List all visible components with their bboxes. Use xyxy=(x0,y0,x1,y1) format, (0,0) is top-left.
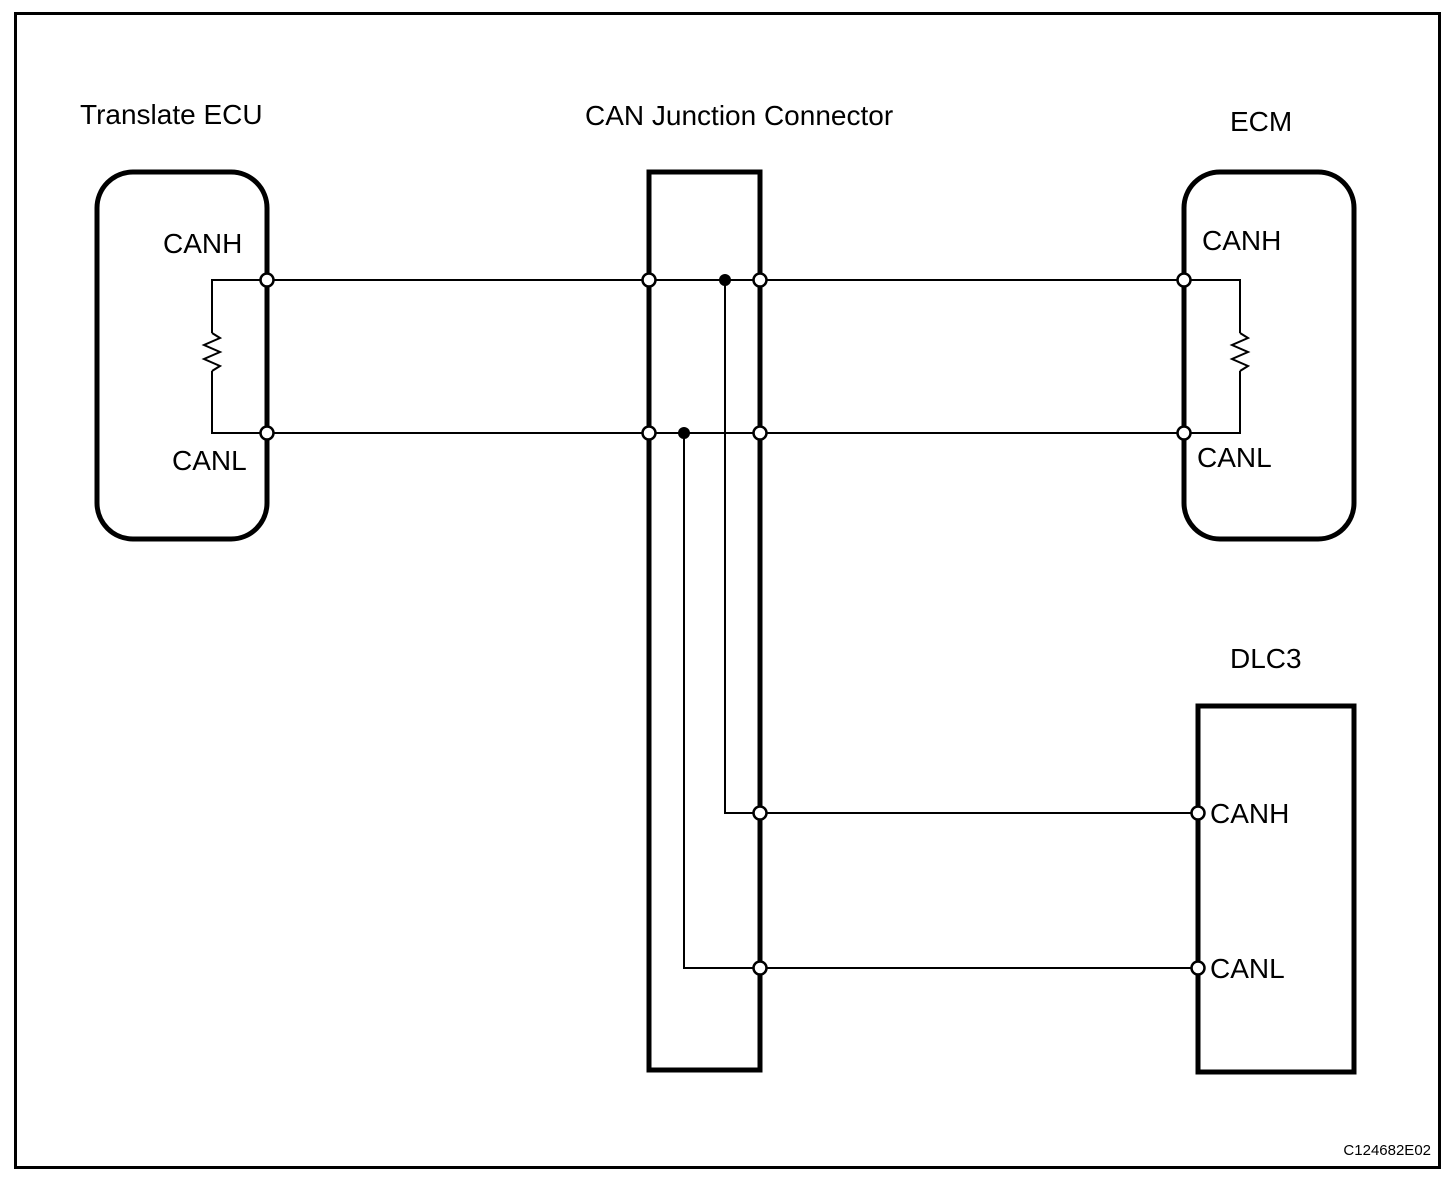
canl-junction-dot xyxy=(678,427,690,439)
dlc3-canh-terminal xyxy=(1190,805,1206,821)
translate-ecu-canh-label: CANH xyxy=(163,228,242,259)
junction-right-canl-terminal xyxy=(752,425,768,441)
ecm-title: ECM xyxy=(1230,106,1292,137)
diagram-border xyxy=(14,12,1441,1169)
translate-ecu-box xyxy=(94,169,270,542)
ecm-canl-label: CANL xyxy=(1197,442,1272,473)
translate-ecu-resistor xyxy=(201,332,223,372)
ecm-resistor-lead-top xyxy=(1184,279,1241,333)
dlc3-canh-label: CANH xyxy=(1210,798,1289,829)
translate-ecu-canl-label: CANL xyxy=(172,445,247,476)
can-junction-connector-title: CAN Junction Connector xyxy=(585,100,893,131)
figure-code: C124682E02 xyxy=(1343,1142,1431,1159)
dlc3-box xyxy=(1195,703,1357,1075)
translate-ecu-canl-terminal xyxy=(259,425,275,441)
translate-ecu-resistor-lead-bottom xyxy=(211,371,267,434)
translate-ecu-resistor-lead-top xyxy=(211,279,267,333)
ecm-canl-terminal xyxy=(1176,425,1192,441)
canl-dlc3-branch-wire xyxy=(683,433,1198,969)
junction-left-canh-terminal xyxy=(641,272,657,288)
translate-ecu-title: Translate ECU xyxy=(80,99,263,130)
junction-right-canh-terminal xyxy=(752,272,768,288)
junction-dlc3-canh-terminal xyxy=(752,805,768,821)
can-junction-connector-box xyxy=(646,169,763,1073)
canh-junction-dot xyxy=(719,274,731,286)
translate-ecu-canh-terminal xyxy=(259,272,275,288)
dlc3-canl-terminal xyxy=(1190,960,1206,976)
ecm-canh-label: CANH xyxy=(1202,225,1281,256)
ecm-resistor xyxy=(1229,332,1251,372)
dlc3-canl-label: CANL xyxy=(1210,953,1285,984)
ecm-box xyxy=(1181,169,1357,542)
junction-left-canl-terminal xyxy=(641,425,657,441)
dlc3-title: DLC3 xyxy=(1230,643,1302,674)
junction-dlc3-canl-terminal xyxy=(752,960,768,976)
ecm-resistor-lead-bottom xyxy=(1184,371,1241,434)
canh-dlc3-branch-wire xyxy=(724,280,1198,814)
ecm-canh-terminal xyxy=(1176,272,1192,288)
